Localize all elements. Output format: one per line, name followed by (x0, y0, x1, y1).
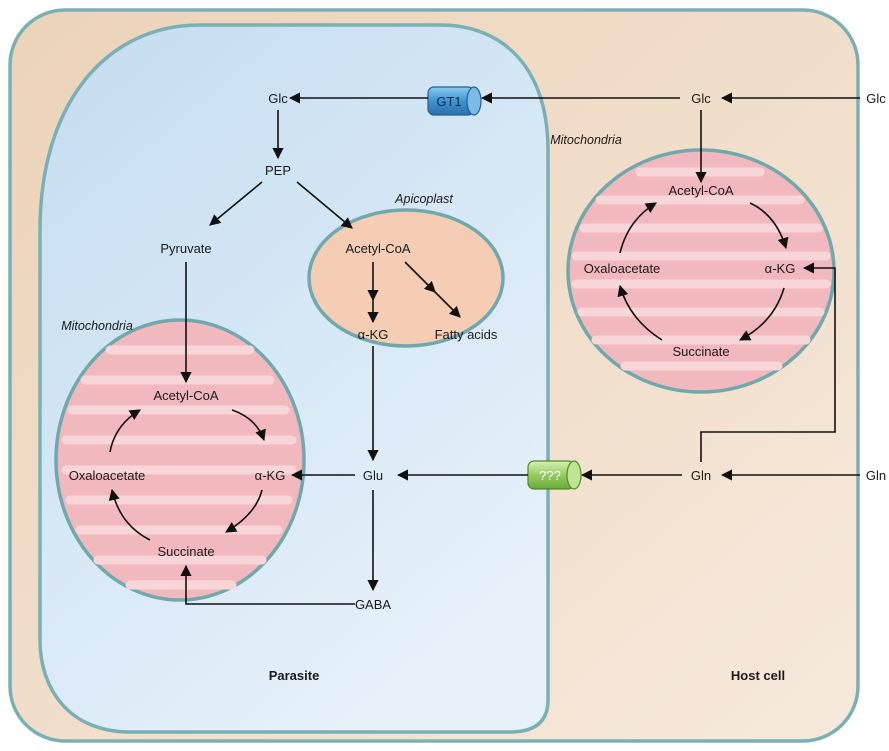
glu-label: Glu (363, 468, 383, 483)
apicoplast-alpha-kg: α-KG (358, 327, 389, 342)
apicoplast-acetyl-coa: Acetyl-CoA (345, 241, 410, 256)
host-glc-label: Glc (691, 91, 711, 106)
host-mito-succinate: Succinate (672, 344, 729, 359)
host-mito-alpha-kg: α-KG (765, 261, 796, 276)
parasite-mito-alpha-kg: α-KG (255, 468, 286, 483)
unknown-transporter: ??? (527, 460, 582, 490)
host-cell-title: Host cell (731, 668, 785, 683)
parasite-mito-acetyl-coa: Acetyl-CoA (153, 388, 218, 403)
parasite-title: Parasite (269, 668, 320, 683)
pep-label: PEP (265, 163, 291, 178)
gt1-transporter: GT1 (427, 86, 482, 116)
parasite-glc-label: Glc (268, 91, 288, 106)
host-gln-label: Gln (691, 468, 711, 483)
gaba-label: GABA (355, 597, 391, 612)
unknown-transporter-label: ??? (539, 468, 561, 483)
host-glc-outside-label: Glc (866, 91, 886, 106)
parasite-mito-oxaloacetate: Oxaloacetate (69, 468, 146, 483)
apicoplast-title: Apicoplast (394, 192, 453, 206)
host-mitochondrion (566, 148, 836, 394)
gt1-label: GT1 (436, 94, 461, 109)
parasite-mitochondrion (54, 318, 306, 602)
apicoplast (307, 208, 505, 348)
parasite-mito-succinate: Succinate (157, 544, 214, 559)
host-gln-outside-label: Gln (866, 468, 886, 483)
host-mito-oxaloacetate: Oxaloacetate (584, 261, 661, 276)
pathway-arrows (108, 92, 860, 605)
host-mito-acetyl-coa: Acetyl-CoA (668, 183, 733, 198)
fatty-acids-label: Fatty acids (435, 327, 498, 342)
parasite-mito-title: Mitochondria (61, 319, 133, 333)
pyruvate-label: Pyruvate (160, 241, 211, 256)
host-mito-title: Mitochondria (550, 133, 622, 147)
